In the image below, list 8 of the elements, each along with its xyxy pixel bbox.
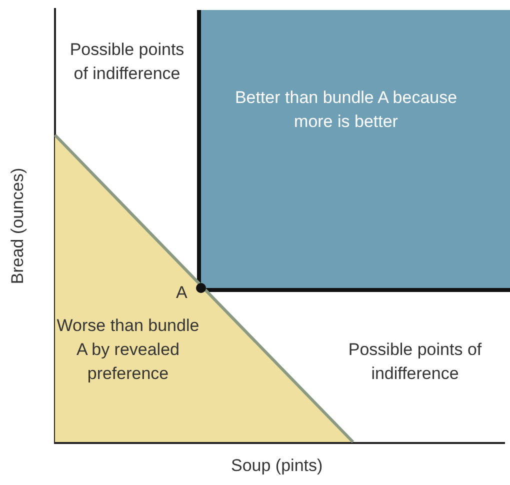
better-region [197, 10, 510, 292]
point-label: A [176, 282, 188, 304]
axis-title: Bread (ounces) [7, 168, 28, 284]
region-label: Better than bundle A because more is better [234, 87, 458, 133]
region-note: Possible points of indifference [68, 39, 186, 85]
region-note: Possible points of indifference [347, 339, 483, 385]
axis-title: Soup (pints) [231, 455, 323, 477]
region-label: Worse than bundle A by revealed preference [56, 315, 200, 385]
